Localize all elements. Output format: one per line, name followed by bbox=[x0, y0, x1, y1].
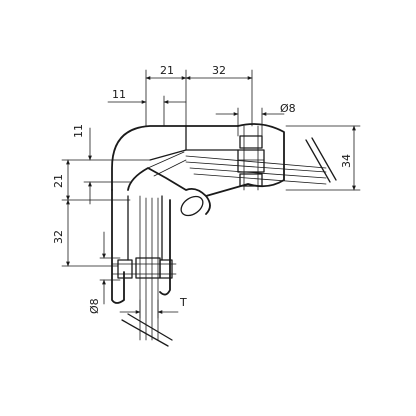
glass-horizontal-line-4 bbox=[193, 173, 327, 185]
clamp-bore bbox=[180, 195, 204, 217]
dim-label-top-21: 21 bbox=[160, 64, 174, 77]
bolt-top-nut bbox=[237, 149, 265, 173]
bolt-bottom-shaft bbox=[111, 263, 177, 275]
dim-label-thickness: T bbox=[179, 296, 187, 309]
dim-label-left-32: 32 bbox=[52, 230, 65, 244]
mitre-line-1 bbox=[147, 151, 185, 169]
bolt-bottom-washer bbox=[159, 259, 173, 279]
clamp-lower-arm-right bbox=[159, 199, 171, 296]
glass-panels bbox=[121, 137, 337, 347]
dim-label-left-11: 11 bbox=[72, 124, 85, 138]
dim-label-top-32: 32 bbox=[212, 64, 226, 77]
glass-break-lower-1 bbox=[121, 319, 169, 347]
dim-label-right-34: 34 bbox=[340, 154, 353, 168]
glass-horizontal-line-1 bbox=[185, 155, 327, 169]
glass-horizontal-line-2 bbox=[185, 161, 327, 173]
clamp-lower-arm-left bbox=[111, 189, 125, 304]
glass-break-right-2 bbox=[311, 137, 337, 181]
bolt-top-shaft bbox=[243, 125, 259, 191]
bolt-bottom bbox=[111, 257, 177, 279]
bolt-top-washer bbox=[239, 173, 263, 187]
clamp-top-arm-inner bbox=[149, 149, 239, 161]
mitre-line-2 bbox=[153, 159, 187, 177]
clamp-inner-corner bbox=[127, 167, 211, 215]
bolt-bottom-head bbox=[117, 259, 133, 279]
bolt-top bbox=[237, 125, 265, 191]
dim-label-top-11: 11 bbox=[112, 88, 126, 101]
bolt-top-head bbox=[239, 135, 263, 149]
dim-label-dia8-top: Ø8 bbox=[280, 102, 296, 115]
dim-label-dia8-bottom: Ø8 bbox=[88, 298, 101, 314]
glass-break-right-1 bbox=[305, 139, 331, 183]
dim-label-left-21: 21 bbox=[52, 174, 65, 188]
glass-break-lower-2 bbox=[127, 313, 173, 341]
clamp-outer-elbow bbox=[111, 125, 187, 191]
